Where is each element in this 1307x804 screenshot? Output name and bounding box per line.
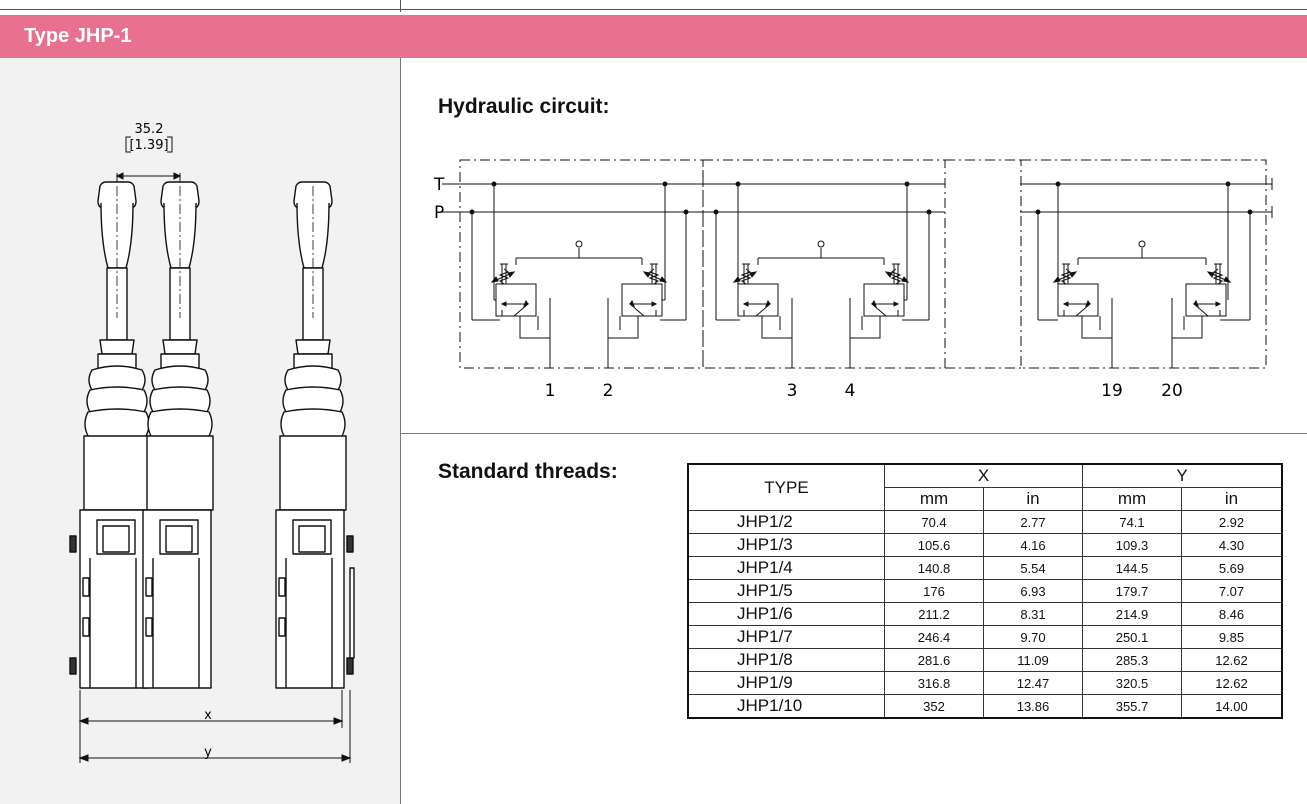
y-mm-cell: 214.9 [1082, 602, 1182, 626]
x-mm-cell: 281.6 [884, 648, 984, 672]
x-in-cell: 13.86 [983, 694, 1083, 719]
y-in-header: in [1181, 487, 1283, 511]
y-mm-cell: 144.5 [1082, 556, 1182, 580]
x-dimension-label: x [204, 708, 212, 723]
x-in-cell: 2.77 [983, 510, 1083, 534]
tank-line-label: T [433, 175, 445, 195]
y-mm-cell: 109.3 [1082, 533, 1182, 557]
y-mm-cell: 250.1 [1082, 625, 1182, 649]
type-cell: JHP1/4 [687, 556, 885, 580]
port-label: 1 [545, 381, 556, 401]
port-label: 19 [1101, 381, 1123, 401]
type-header: TYPE [687, 463, 885, 511]
type-cell: JHP1/2 [687, 510, 885, 534]
joystick-1 [79, 181, 151, 689]
horizontal-divider [401, 433, 1307, 434]
pressure-line-label: P [434, 203, 444, 223]
joystick-drawing: 35.2 [1.39] x y [69, 122, 355, 763]
y-dimension-label: y [204, 745, 212, 760]
type-cell: JHP1/9 [687, 671, 885, 695]
type-cell: JHP1/3 [687, 533, 885, 557]
x-in-cell: 11.09 [983, 648, 1083, 672]
x-mm-cell: 176 [884, 579, 984, 603]
x-in-header: in [983, 487, 1083, 511]
y-in-cell: 8.46 [1181, 602, 1283, 626]
hydraulic-circuit: T P 1 2 3 4 19 20 [433, 159, 1273, 401]
type-cell: JHP1/7 [687, 625, 885, 649]
port-label: 4 [845, 381, 856, 401]
y-in-cell: 12.62 [1181, 648, 1283, 672]
x-mm-header: mm [884, 487, 984, 511]
type-cell: JHP1/6 [687, 602, 885, 626]
x-mm-cell: 211.2 [884, 602, 984, 626]
port-label: 3 [787, 381, 798, 401]
type-cell: JHP1/8 [687, 648, 885, 672]
y-in-cell: 14.00 [1181, 694, 1283, 719]
y-mm-cell: 320.5 [1082, 671, 1182, 695]
x-in-cell: 4.16 [983, 533, 1083, 557]
y-in-cell: 9.85 [1181, 625, 1283, 649]
y-in-cell: 7.07 [1181, 579, 1283, 603]
y-in-cell: 4.30 [1181, 533, 1283, 557]
port-label: 20 [1161, 381, 1183, 401]
x-mm-cell: 246.4 [884, 625, 984, 649]
y-in-cell: 2.92 [1181, 510, 1283, 534]
x-mm-cell: 352 [884, 694, 984, 719]
circuit-section-3 [1037, 184, 1251, 368]
y-mm-cell: 285.3 [1082, 648, 1182, 672]
x-in-cell: 5.54 [983, 556, 1083, 580]
dimension-value-inch: [1.39] [129, 138, 168, 153]
top-tick [400, 0, 401, 12]
x-in-cell: 6.93 [983, 579, 1083, 603]
vertical-divider [400, 58, 401, 804]
x-in-cell: 12.47 [983, 671, 1083, 695]
circuit-section-2 [715, 184, 930, 368]
x-header: X [884, 463, 1083, 488]
section-header: Type JHP-1 [0, 15, 1307, 58]
threads-title: Standard threads: [438, 460, 618, 483]
section-title: Type JHP-1 [24, 25, 132, 47]
x-in-cell: 8.31 [983, 602, 1083, 626]
y-mm-cell: 355.7 [1082, 694, 1182, 719]
circuit-section-1 [471, 184, 687, 368]
top-rule [0, 9, 1307, 10]
y-mm-cell: 74.1 [1082, 510, 1182, 534]
type-cell: JHP1/10 [687, 694, 885, 719]
x-in-cell: 9.70 [983, 625, 1083, 649]
port-label: 2 [603, 381, 614, 401]
y-header: Y [1082, 463, 1283, 488]
type-cell: JHP1/5 [687, 579, 885, 603]
x-mm-cell: 140.8 [884, 556, 984, 580]
y-mm-header: mm [1082, 487, 1182, 511]
x-mm-cell: 70.4 [884, 510, 984, 534]
y-in-cell: 5.69 [1181, 556, 1283, 580]
dimension-value: 35.2 [135, 122, 164, 137]
x-mm-cell: 105.6 [884, 533, 984, 557]
y-in-cell: 12.62 [1181, 671, 1283, 695]
x-mm-cell: 316.8 [884, 671, 984, 695]
circuit-title: Hydraulic circuit: [438, 95, 610, 118]
y-mm-cell: 179.7 [1082, 579, 1182, 603]
